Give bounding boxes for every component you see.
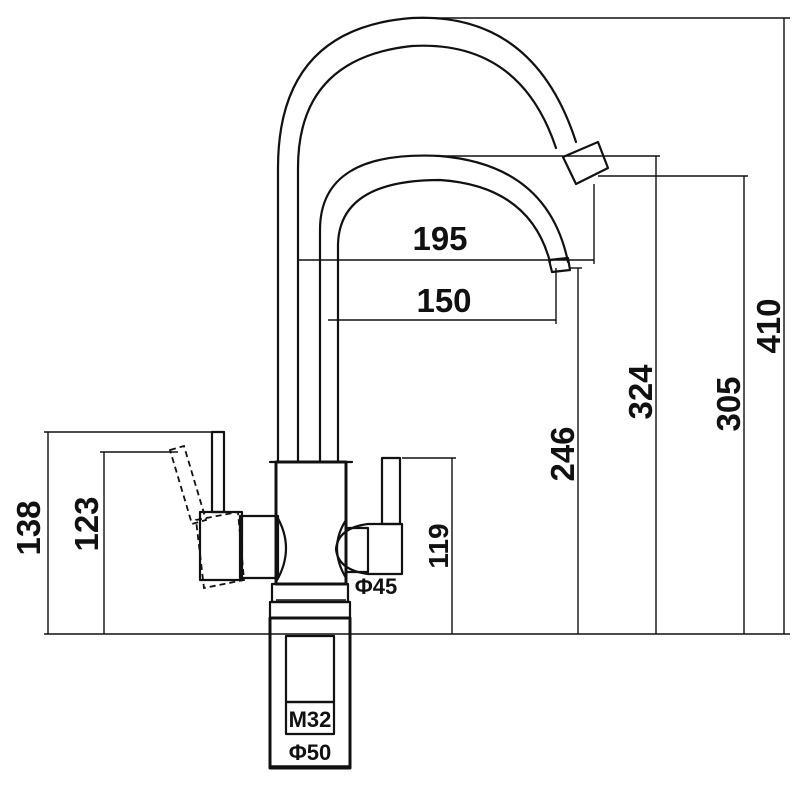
outer-spout-inner-edge (296, 44, 558, 464)
label-body-diameter: Φ45 (355, 574, 398, 599)
label-side-lever-min: 123 (68, 496, 105, 551)
body-left-curve (274, 513, 287, 584)
inner-spout-inner-edge (336, 178, 552, 464)
label-total-height: 410 (750, 298, 787, 353)
label-handle-height: 119 (423, 523, 454, 568)
right-handle-stem (380, 456, 402, 526)
thread-box (284, 700, 336, 736)
left-lever-alt-stem (168, 444, 208, 526)
label-reach-inner: 150 (416, 282, 471, 319)
right-cartridge-housing (344, 526, 370, 574)
left-lever-body (198, 510, 244, 582)
inner-spout-outer-edge (318, 154, 570, 464)
body-collar (268, 600, 352, 620)
outer-spout-tip (561, 140, 610, 186)
label-reach-outer: 195 (412, 220, 467, 257)
outer-spout-outer-edge (276, 16, 578, 464)
label-base-diameter: Φ50 (289, 740, 332, 765)
supply-pipe (268, 616, 352, 770)
label-spout-height-inner: 305 (710, 376, 747, 431)
inner-spout-tip (547, 256, 572, 274)
label-thread-size: M32 (289, 707, 332, 732)
label-spout-height-outer: 324 (622, 364, 659, 420)
supply-pipe-inner (284, 634, 336, 704)
label-outlet-height: 246 (544, 426, 581, 481)
left-cartridge-housing (238, 514, 280, 580)
left-lever-stem (210, 430, 226, 514)
label-side-lever-max: 138 (10, 500, 47, 555)
right-handle-body (334, 522, 404, 576)
faucet-body (274, 460, 348, 586)
left-lever-alt-body (195, 510, 245, 590)
